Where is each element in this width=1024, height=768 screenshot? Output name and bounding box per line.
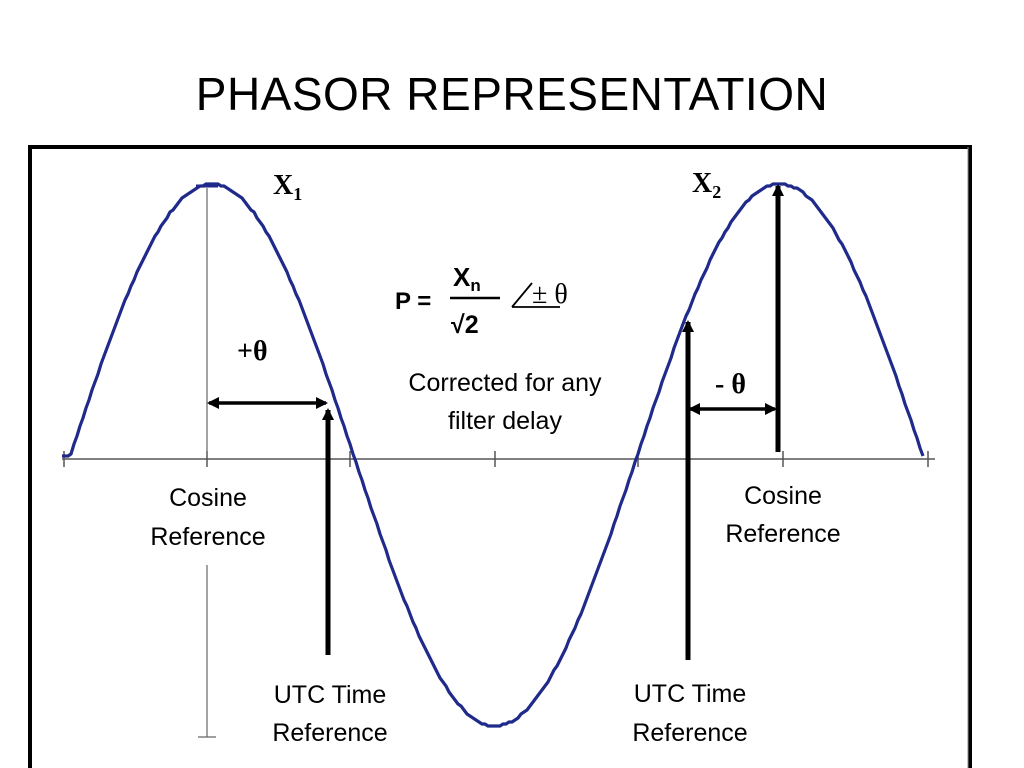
filter-delay-note-line2: filter delay (448, 407, 562, 435)
formula-angle: ± θ (532, 279, 568, 310)
cosine-reference-right-line1: Cosine (744, 482, 822, 510)
peak-label-x2: X2 (692, 168, 721, 202)
phase-positive-label: +θ (237, 336, 268, 367)
cosine-reference-left-line1: Cosine (169, 484, 247, 512)
utc-reference-left-line1: UTC Time (274, 681, 387, 709)
formula-denominator: √2 (451, 311, 479, 339)
formula-lhs: P = (395, 288, 431, 315)
utc-reference-right-line2: Reference (632, 719, 747, 747)
filter-delay-note-line1: Corrected for any (408, 369, 602, 397)
utc-reference-right-line1: UTC Time (634, 680, 747, 708)
phasor-formula: P = Xn √2 ± θ (395, 262, 568, 339)
diagram-frame (28, 145, 972, 768)
formula-angle-slash (511, 282, 533, 308)
cosine-reference-left-line2: Reference (150, 523, 265, 551)
slide-title: PHASOR REPRESENTATION (195, 68, 829, 120)
formula-numerator: Xn (453, 262, 481, 295)
phase-negative-label: - θ (715, 369, 746, 400)
utc-reference-left-line2: Reference (272, 719, 387, 747)
peak-label-x1: X1 (273, 170, 302, 204)
cosine-reference-right-line2: Reference (725, 520, 840, 548)
